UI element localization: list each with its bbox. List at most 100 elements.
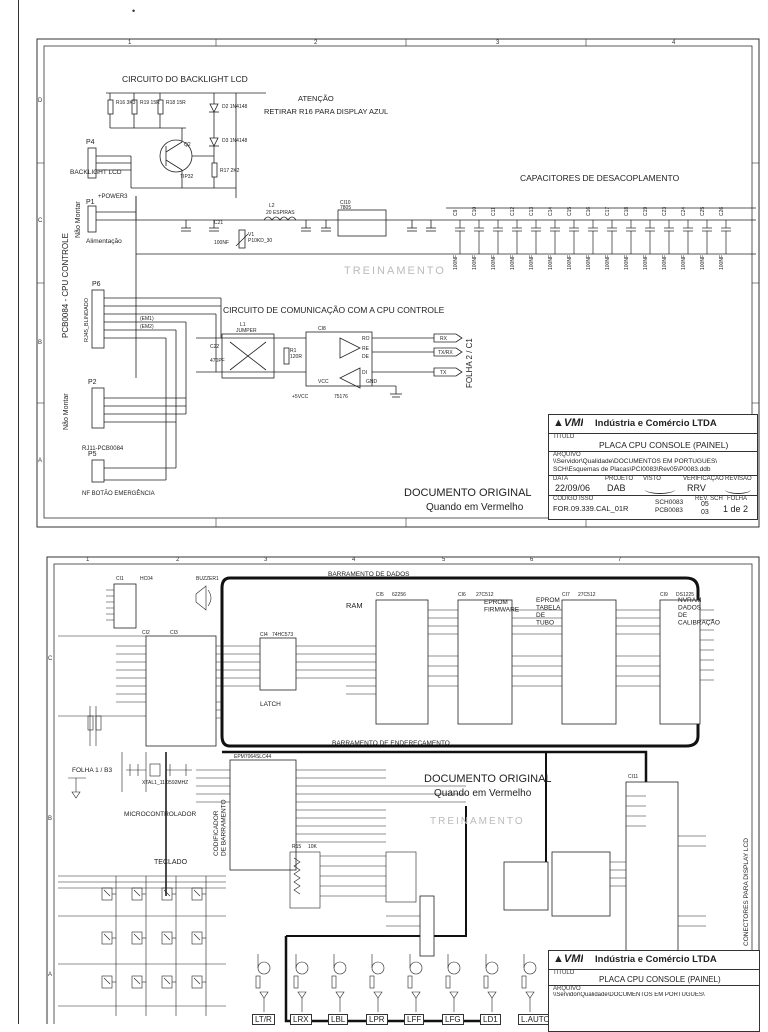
watermark-treinamento-2: TREINAMENTO	[430, 816, 525, 827]
cap-value-c13: 100NF	[529, 255, 535, 270]
sheet2-col-5: 5	[442, 557, 446, 563]
cap-label-c26: C26	[719, 207, 725, 216]
sheet-2-drawing: BARRAMENTO DE DADOS BARRAMENTO DE ENDERE…	[46, 556, 760, 1024]
part-ci8-value: 75176	[334, 394, 348, 400]
cap-value-c16: 100NF	[586, 255, 592, 270]
cap-value-c24: 100NF	[681, 255, 687, 270]
sheet2-col-4: 4	[352, 557, 356, 563]
sheet1-row-b: B	[38, 340, 43, 346]
signature-revisao	[725, 485, 751, 494]
watermark-treinamento: TREINAMENTO	[344, 265, 446, 277]
section-backlight-title: CIRCUITO DO BACKLIGHT LCD	[122, 74, 248, 84]
rev-value-1: 05	[701, 501, 709, 508]
title-block-2: ▲VMI Indústria e Comércio LTDA TÍTULO PL…	[548, 950, 760, 1032]
botao-emergencia-label: NF BOTÃO EMERGÊNCIA	[82, 489, 155, 497]
part-r19: R19 15R	[140, 100, 160, 106]
cap-value-c23: 100NF	[662, 255, 668, 270]
pin-gnd: GND	[366, 379, 378, 385]
cap-label-c14: C14	[548, 207, 554, 216]
part-l2: L2	[269, 203, 275, 209]
data-label: DATA	[553, 476, 569, 482]
company-logo-2: ▲VMI	[553, 953, 584, 965]
key-switch	[161, 975, 176, 989]
key-switch	[101, 931, 116, 945]
cap-label-c9: C9	[453, 209, 459, 216]
sheet2-col-7: 7	[618, 557, 622, 563]
microcontrolador-label: MICROCONTROLADOR	[124, 811, 197, 818]
key-switch	[101, 975, 116, 989]
codigo-label: CÓDIGO ISSO	[553, 496, 594, 502]
verificacao-value: RRV	[687, 483, 706, 493]
ic-part-r15-value: 10K	[308, 844, 318, 850]
keypad-switches	[101, 887, 206, 989]
cap-value-c12: 100NF	[510, 255, 516, 270]
led-driver	[445, 954, 461, 1012]
part-r16: R16 3K3	[116, 100, 136, 106]
part-v1: V1	[248, 232, 254, 238]
rev-value-2: 03	[701, 509, 709, 516]
ic-part-ram: 62256	[392, 592, 406, 598]
ic-part-eprom-2: 27C512	[578, 592, 596, 598]
sheet1-col-3: 3	[496, 40, 500, 46]
codigo-value: FOR.09.339.CAL_01R	[553, 504, 629, 513]
ic-label-ci6: CI6	[458, 592, 466, 598]
visto-label: VISTO	[643, 476, 661, 482]
scan-edge-line	[18, 0, 19, 1024]
led-driver	[521, 954, 537, 1012]
cap-value-c14: 100NF	[548, 255, 554, 270]
ic-part-cpld: EPM7064SLC44	[234, 754, 271, 760]
verificacao-label: VERIFICAÇÃO	[683, 476, 724, 482]
part-c21-value: 100NF	[214, 240, 229, 246]
power-net-label: +POWER3	[98, 194, 128, 200]
cpu-controle-side-label: PCB0084 - CPU CONTROLE	[61, 233, 70, 338]
part-ci10-value: 7805	[340, 205, 351, 211]
ic-part-buzzer: BUZZER1	[196, 576, 219, 582]
led-label-3: LPR	[366, 1014, 388, 1025]
key-switch	[101, 887, 116, 901]
led-driver	[293, 954, 309, 1012]
part-ci10: CI10	[340, 200, 351, 206]
arquivo-label: ARQUIVO	[553, 452, 581, 458]
projeto-label: PROJETO	[605, 476, 634, 482]
cap-label-c17: C17	[605, 207, 611, 216]
part-v1-value: P10KD_30	[248, 238, 272, 244]
nao-montar-label-1: Não Montar	[75, 201, 82, 238]
rev-label: REV. SCH	[695, 496, 723, 502]
signature-visto	[645, 485, 675, 494]
drawing-title-2: PLACA CPU CONSOLE (PAINEL)	[599, 975, 721, 984]
ic-part-eprom: 27C512	[476, 592, 494, 598]
stamp-documento-original: DOCUMENTO ORIGINAL	[404, 487, 532, 499]
sheet-1-drawing: CIRCUITO DO BACKLIGHT LCD ATENÇÃO RETIRA…	[36, 38, 760, 528]
part-c21: C21	[214, 220, 223, 226]
part-r18: R18 15R	[166, 100, 186, 106]
net-txrx: TX/RX	[438, 350, 453, 356]
sheet2-row-a: A	[48, 972, 53, 978]
arquivo-label-2: ARQUIVO	[553, 986, 581, 992]
part-r1-value: 120R	[290, 354, 302, 360]
part-r17: R17 2K2	[220, 168, 240, 174]
ic-label-ci1: CI1	[116, 576, 124, 582]
attention-text: RETIRAR R16 PARA DISPLAY AZUL	[264, 107, 388, 116]
led-label-4: LFF	[404, 1014, 425, 1025]
ic-label-ci11: CI11	[628, 774, 638, 780]
led-driver	[483, 954, 499, 1012]
net-em1: (EM1)	[140, 316, 154, 322]
net-rx: RX	[440, 336, 448, 342]
ic-part-latch: 74HC573	[272, 632, 293, 638]
cap-value-c18: 100NF	[624, 255, 630, 270]
ic-label-ci2: CI2	[142, 630, 150, 636]
stamp-quando-vermelho: Quando em Vermelho	[426, 502, 524, 513]
part-c22-value: 470PF	[210, 358, 225, 364]
folha-value: 1 de 2	[723, 504, 749, 514]
cap-value-c25: 100NF	[700, 255, 706, 270]
date-value: 22/09/06	[555, 483, 591, 493]
cap-label-c23: C23	[662, 207, 668, 216]
rj45-label: RJ45_BLINDADO	[84, 297, 90, 342]
part-q2: Q2	[184, 142, 191, 148]
net-5vcc: +5VCC	[292, 394, 309, 400]
part-r1: R1	[290, 348, 297, 354]
sheet2-col-1: 1	[86, 557, 90, 563]
ic-label-ci3: CI3	[170, 630, 178, 636]
